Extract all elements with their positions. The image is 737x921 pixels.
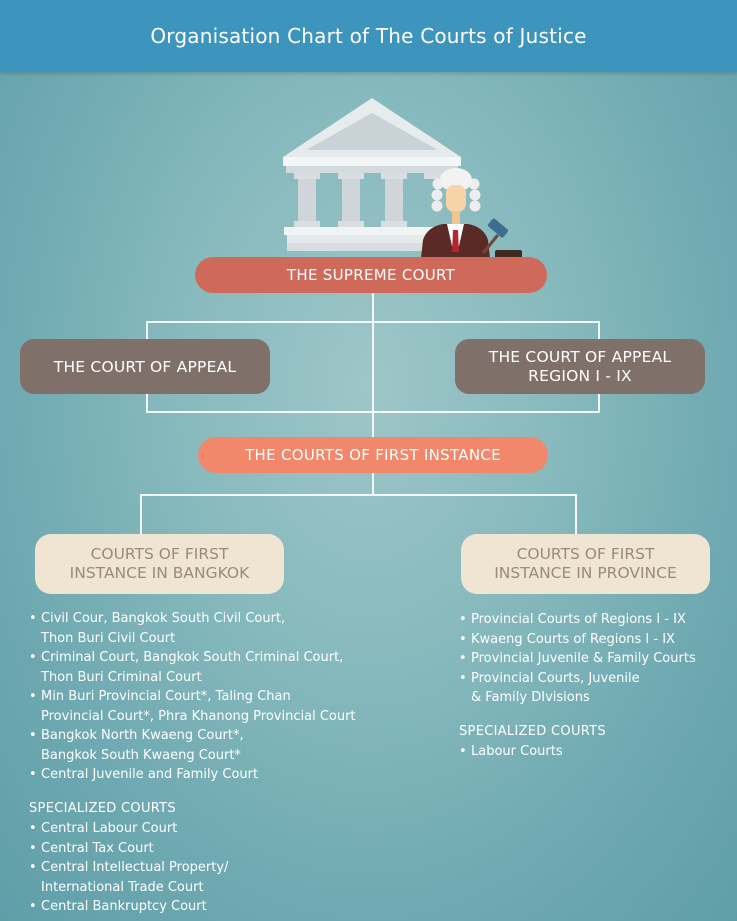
court-of-appeal-region-node: THE COURT OF APPEAL REGION I - IX <box>455 339 705 394</box>
bangkok-courts-label-line2: INSTANCE IN BANGKOK <box>69 564 250 582</box>
province-courts-list: Provincial Courts of Regions I - IX Kwae… <box>457 610 696 708</box>
list-item-line: International Trade Court <box>41 879 204 895</box>
connector <box>146 411 600 413</box>
list-item: Central Bankruptcy Court <box>27 897 228 917</box>
list-item: Central Tax Court <box>27 839 228 859</box>
list-item-line: Central Tax Court <box>41 840 154 856</box>
court-of-appeal-label: THE COURT OF APPEAL <box>53 357 237 376</box>
province-courts-node: COURTS OF FIRST INSTANCE IN PROVINCE <box>461 534 710 594</box>
list-item: Kwaeng Courts of Regions I - IX <box>457 630 696 650</box>
list-item-line: Central Labour Court <box>41 821 178 836</box>
province-specialized-list: Labour Courts <box>457 742 563 762</box>
list-item-line: & Family DIvisions <box>471 690 590 705</box>
courthouse-icon <box>283 98 464 251</box>
connector <box>575 494 577 534</box>
list-item: Provincial Courts, Juvenile & Family DIv… <box>457 669 696 708</box>
illustration <box>283 98 522 259</box>
page-title: Organisation Chart of The Courts of Just… <box>150 24 587 48</box>
list-item-line: Min Buri Provincial Court*, Taling Chan <box>41 689 291 704</box>
list-item: Labour Courts <box>457 742 563 762</box>
connector <box>372 473 374 495</box>
list-item-line: Central Intellectual Property/ <box>41 860 229 875</box>
judge-icon <box>421 168 490 258</box>
list-item: Criminal Court, Bangkok South Criminal C… <box>27 648 356 687</box>
court-of-appeal-region-label-line1: THE COURT OF APPEAL <box>488 347 672 366</box>
title-bar: Organisation Chart of The Courts of Just… <box>0 0 737 72</box>
court-of-appeal-node: THE COURT OF APPEAL <box>20 339 270 394</box>
list-item-line: Provincial Court*, Phra Khanong Provinci… <box>41 708 356 724</box>
list-item-line: Kwaeng Courts of Regions I - IX <box>471 631 675 647</box>
province-specialized-heading: SPECIALIZED COURTS <box>459 724 606 739</box>
list-item-line: Criminal Court, Bangkok South Criminal C… <box>41 650 344 665</box>
list-item-line: Provincial Juvenile & Family Courts <box>471 651 696 666</box>
list-item-line: Bangkok North Kwaeng Court*, <box>41 728 244 743</box>
list-item-line: Provincial Courts of Regions I - IX <box>471 612 686 627</box>
bangkok-courts-list: Civil Cour, Bangkok South Civil Court, T… <box>27 609 356 785</box>
courts-of-first-instance-node: THE COURTS OF FIRST INSTANCE <box>198 437 548 473</box>
bangkok-courts-node: COURTS OF FIRST INSTANCE IN BANGKOK <box>35 534 284 594</box>
list-item-line: Central Bankruptcy Court <box>41 899 207 914</box>
province-courts-label-line2: INSTANCE IN PROVINCE <box>494 564 677 582</box>
list-item: Central Intellectual Property/ Internati… <box>27 858 228 897</box>
list-item-line: Bangkok South Kwaeng Court* <box>41 747 241 763</box>
connector <box>146 321 600 323</box>
list-item: Provincial Courts of Regions I - IX <box>457 610 696 630</box>
list-item: Min Buri Provincial Court*, Taling Chan … <box>27 687 356 726</box>
province-courts-label-line1: COURTS OF FIRST <box>516 545 655 563</box>
list-item: Central Labour Court <box>27 819 228 839</box>
list-item: Bangkok North Kwaeng Court*, Bangkok Sou… <box>27 726 356 765</box>
connector <box>140 494 142 534</box>
gavel-icon <box>482 218 522 259</box>
list-item-line: Central Juvenile and Family Court <box>41 767 259 782</box>
supreme-court-label: THE SUPREME COURT <box>286 266 456 284</box>
list-item: Civil Cour, Bangkok South Civil Court, T… <box>27 609 356 648</box>
court-of-appeal-region-label-line2: REGION I - IX <box>528 366 632 385</box>
list-item-line: Labour Courts <box>471 744 563 759</box>
supreme-court-node: THE SUPREME COURT <box>195 257 547 293</box>
courts-of-first-instance-label: THE COURTS OF FIRST INSTANCE <box>245 446 501 464</box>
connector <box>372 293 374 437</box>
list-item-line: Thon Buri Civil Court <box>41 630 176 646</box>
list-item: Provincial Juvenile & Family Courts <box>457 649 696 669</box>
list-item-line: Provincial Courts, Juvenile <box>471 670 640 686</box>
connector <box>140 494 577 496</box>
bangkok-specialized-list: Central Labour Court Central Tax Court C… <box>27 819 228 917</box>
list-item: Central Juvenile and Family Court <box>27 765 356 785</box>
list-item-line: Thon Buri Criminal Court <box>41 669 202 685</box>
list-item-line: Civil Cour, Bangkok South Civil Court, <box>41 611 286 626</box>
bangkok-specialized-heading: SPECIALIZED COURTS <box>29 801 176 816</box>
bangkok-courts-label-line1: COURTS OF FIRST <box>90 545 229 563</box>
